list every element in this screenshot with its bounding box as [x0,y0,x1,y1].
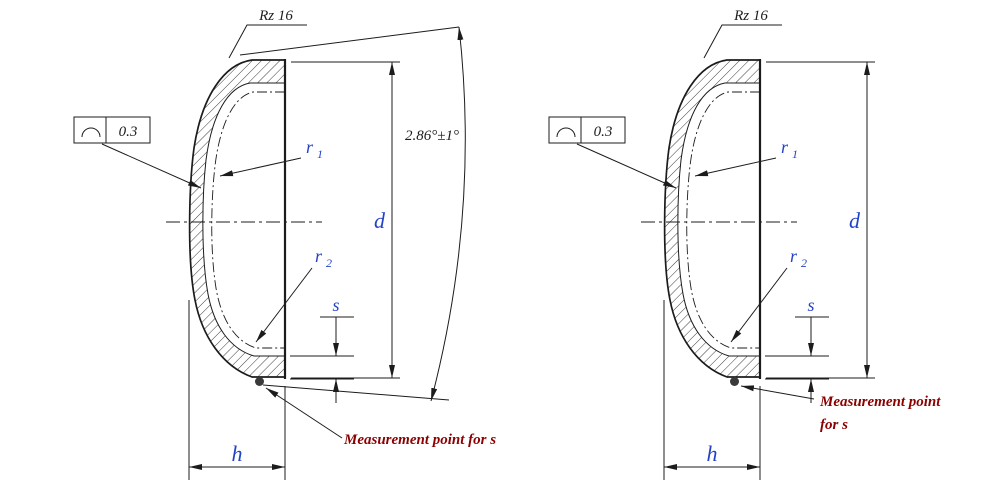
cap-inner-profile [202,82,285,357]
cap-inner-profile [677,82,760,357]
s-dimension: s [290,295,354,403]
r1-leader [694,157,777,177]
r2-leader [255,267,313,343]
measurement-point-leader [265,387,343,439]
cap-outer-profile [663,59,760,378]
d-dimension: d [291,61,400,379]
roughness-callout: Rz 16 [228,8,307,59]
h-dimension: h [188,300,286,480]
arc-tolerance-icon [556,127,576,138]
measurement-point-callout: Measurement point for s [730,377,941,433]
tolerance-frame-box [548,116,626,144]
measurement-point-note-line1: Measurement point [819,394,941,410]
r1-leader [219,157,302,177]
measurement-point-callout: Measurement point for s [255,377,496,448]
cap-outer-profile [188,59,285,378]
h-label: h [232,441,243,466]
measurement-point-dot [255,377,264,386]
h-dimension: h [663,300,761,480]
angle-ray-bottom [262,384,450,401]
angle-ray-top [239,26,460,56]
measurement-point-leader [740,385,815,400]
angle-arc [430,26,466,402]
measurement-point-note-line2: for s [820,417,848,433]
cap-inner-reference-line [211,91,285,349]
r2-leader [730,267,788,343]
roughness-symbol [703,24,782,59]
angle-label: 2.86°±1° [405,128,459,144]
d-label: d [374,208,386,233]
roughness-symbol [228,24,307,59]
s-dimension: s [765,295,829,403]
arc-tolerance-icon [81,127,101,138]
roughness-label: Rz 16 [258,8,293,24]
s-label: s [807,295,814,315]
cap-inner-reference-line [686,91,760,349]
s-label: s [332,295,339,315]
tolerance-frame: 0.3 [548,116,677,189]
h-label: h [707,441,718,466]
d-label: d [849,208,861,233]
tolerance-value: 0.3 [594,124,613,140]
tolerance-value: 0.3 [119,124,138,140]
tolerance-frame: 0.3 [73,116,202,189]
roughness-label: Rz 16 [733,8,768,24]
measurement-point-dot [730,377,739,386]
d-dimension: d [766,61,875,379]
tolerance-leader [576,143,677,189]
tolerance-leader [101,143,202,189]
tolerance-frame-box [73,116,151,144]
roughness-callout: Rz 16 [703,8,782,59]
angle-dimension: 2.86°±1° [239,26,466,402]
measurement-point-note: Measurement point for s [343,432,496,448]
